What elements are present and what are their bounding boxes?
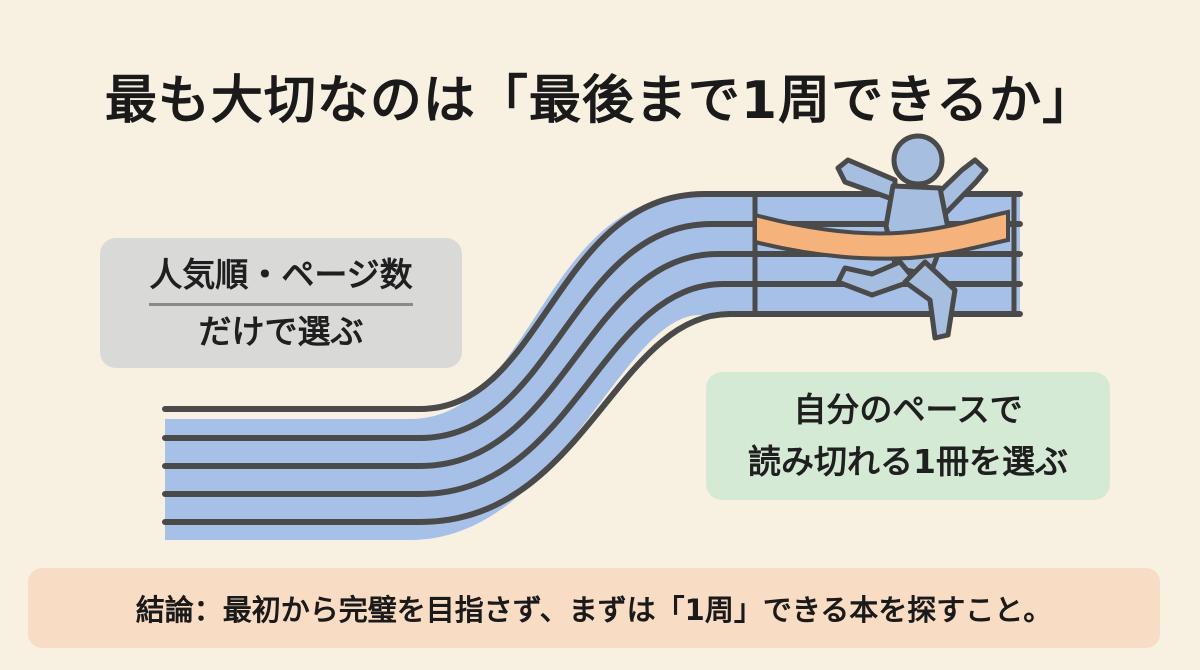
left-bubble-line1: 人気順・ページ数 — [149, 249, 413, 306]
lane-line-4 — [162, 281, 1023, 497]
right-choice-bubble: 自分のペースで 読み切れる1冊を選ぶ — [706, 372, 1110, 500]
track-lane-lines — [162, 191, 1023, 525]
page-title: 最も大切なのは「最後まで1周できるか」 — [104, 71, 1096, 131]
conclusion-text: 結論：最初から完璧を目指さず、まずは「1周」できる本を探すこと。 — [135, 593, 1053, 627]
lane-line-2 — [162, 221, 1023, 441]
lane-line-1 — [162, 191, 1023, 412]
lane-line-3 — [162, 251, 1023, 469]
right-bubble-line2: 読み切れる1冊を選ぶ — [748, 442, 1068, 481]
runner-front-leg — [902, 259, 958, 341]
runner-head — [891, 133, 945, 187]
finish-tape — [753, 209, 1010, 261]
left-bubble-line2: だけで選ぶ — [198, 311, 364, 351]
conclusion-bar: 結論：最初から完璧を目指さず、まずは「1周」できる本を探すこと。 — [28, 568, 1160, 648]
lane-line-5 — [162, 311, 1023, 525]
right-bubble-line1: 自分のペースで — [793, 390, 1023, 429]
left-choice-bubble: 人気順・ページ数 だけで選ぶ — [100, 238, 462, 368]
track-band — [165, 194, 1020, 540]
runner-left-arm — [835, 157, 898, 203]
